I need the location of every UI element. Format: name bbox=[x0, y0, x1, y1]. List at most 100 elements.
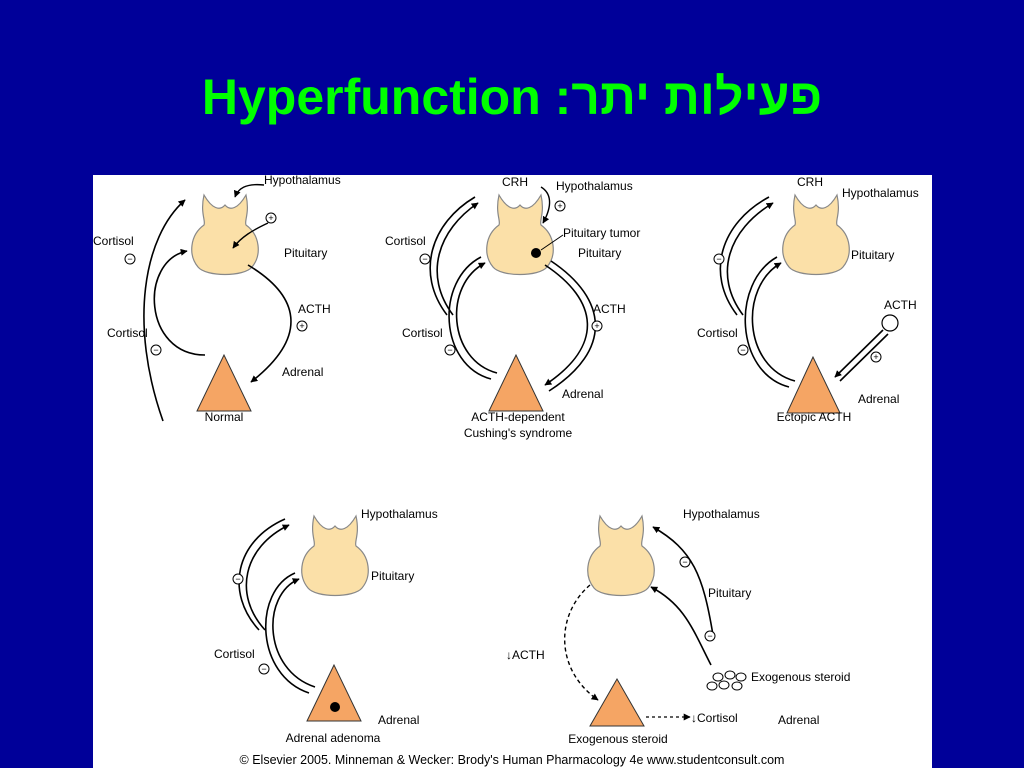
label-hypothalamus: Hypothalamus bbox=[361, 507, 438, 521]
minus-sign-icon bbox=[704, 630, 716, 642]
minus-sign: − bbox=[447, 345, 452, 355]
label-adrenal: Adrenal bbox=[282, 365, 323, 379]
caption-adrenal-adenoma: Adrenal adenoma bbox=[286, 731, 381, 745]
minus-sign: − bbox=[707, 631, 712, 641]
ectopic-acth-arrow bbox=[834, 329, 884, 378]
slide-title: Hyperfunction :פעילות יתר bbox=[201, 69, 823, 125]
figure-panel: + − + − Hypothalamus Cortisol Pituitary … bbox=[93, 175, 932, 768]
minus-sign-icon bbox=[258, 663, 270, 675]
minus-sign-icon bbox=[444, 344, 456, 356]
label-crh: CRH bbox=[502, 175, 528, 189]
minus-sign-icon bbox=[713, 253, 725, 265]
label-adrenal: Adrenal bbox=[858, 392, 899, 406]
cortisol-feedback-arrow bbox=[436, 202, 479, 316]
crh-arrow bbox=[232, 222, 269, 249]
pituitary-gland bbox=[587, 515, 655, 597]
label-pituitary: Pituitary bbox=[578, 246, 621, 260]
acth-arrow bbox=[247, 264, 292, 383]
label-adrenal: Adrenal bbox=[778, 713, 819, 727]
caption-normal: Normal bbox=[205, 410, 244, 424]
adenoma-marker bbox=[330, 702, 340, 712]
minus-sign: − bbox=[127, 254, 132, 264]
label-cortisol: Cortisol bbox=[107, 326, 148, 340]
cortisol-feedback-arrow bbox=[726, 202, 774, 316]
panel-acth-dependent: + − + − CRH Hypothalamus Pituitary tumor… bbox=[385, 175, 640, 440]
ectopic-tumor-icon bbox=[881, 314, 899, 332]
minus-sign: − bbox=[235, 574, 240, 584]
tumor-pointer bbox=[540, 234, 564, 251]
plus-sign-icon bbox=[296, 320, 308, 332]
ectopic-acth-arrow bbox=[839, 333, 889, 382]
minus-sign: − bbox=[716, 254, 721, 264]
plus-sign-icon bbox=[591, 320, 603, 332]
label-cortisol: Cortisol bbox=[93, 234, 134, 248]
caption-ectopic-acth: Ectopic ACTH bbox=[777, 410, 852, 424]
label-adrenal: Adrenal bbox=[562, 387, 603, 401]
label-pituitary: Pituitary bbox=[284, 246, 327, 260]
copyright-credit: © Elsevier 2005. Minneman & Wecker: Brod… bbox=[240, 753, 785, 767]
plus-sign-icon bbox=[870, 351, 882, 363]
label-acth: ACTH bbox=[593, 302, 626, 316]
minus-sign-icon bbox=[679, 556, 691, 568]
minus-sign: − bbox=[422, 254, 427, 264]
cortisol-feedback-arrow bbox=[238, 518, 286, 631]
minus-sign-icon bbox=[124, 253, 136, 265]
adrenal-gland bbox=[306, 663, 362, 722]
steroid-pills-icon bbox=[706, 670, 747, 691]
acth-arrow bbox=[548, 260, 597, 392]
cortisol-feedback-arrow bbox=[751, 262, 796, 382]
cortisol-feedback-arrow bbox=[143, 199, 186, 422]
pituitary-gland bbox=[486, 194, 554, 276]
hypothalamus-arrow bbox=[233, 183, 265, 198]
cortisol-feedback-arrow bbox=[272, 578, 316, 688]
pituitary-tumor-marker bbox=[531, 248, 541, 258]
label-hypothalamus: Hypothalamus bbox=[556, 179, 633, 193]
plus-sign: + bbox=[268, 213, 273, 223]
label-acth: ACTH bbox=[298, 302, 331, 316]
label-crh: CRH bbox=[797, 175, 823, 189]
label-cortisol: Cortisol bbox=[697, 326, 738, 340]
label-acth: ACTH bbox=[884, 298, 917, 312]
acth-arrow bbox=[544, 264, 589, 386]
plus-sign: + bbox=[873, 352, 878, 362]
minus-sign-icon bbox=[232, 573, 244, 585]
caption-exogenous-steroid: Exogenous steroid bbox=[568, 732, 667, 746]
cortisol-feedback-arrow bbox=[448, 256, 492, 380]
label-cortisol-decreased: ↓Cortisol bbox=[691, 711, 738, 725]
hpa-axis-diagram: + − + − Hypothalamus Cortisol Pituitary … bbox=[93, 175, 919, 767]
label-pituitary: Pituitary bbox=[708, 586, 751, 600]
plus-sign-icon bbox=[265, 212, 277, 224]
panel-ectopic-acth: + − − CRH Hypothalamus Pituitary ACTH Co… bbox=[697, 175, 919, 424]
label-pituitary-tumor: Pituitary tumor bbox=[563, 226, 640, 240]
cortisol-feedback-arrow bbox=[455, 262, 498, 374]
adrenal-gland bbox=[488, 353, 544, 412]
plus-sign-icon bbox=[554, 200, 566, 212]
panel-exogenous-steroid: − − Hypothalamus Pituitary ↓ACTH Exogeno… bbox=[506, 507, 850, 746]
label-exogenous-steroid: Exogenous steroid bbox=[751, 670, 850, 684]
label-cortisol: Cortisol bbox=[402, 326, 443, 340]
plus-sign: + bbox=[299, 321, 304, 331]
caption-cushings: Cushing's syndrome bbox=[464, 426, 573, 440]
label-adrenal: Adrenal bbox=[378, 713, 419, 727]
minus-sign: − bbox=[682, 557, 687, 567]
steroid-feedback-arrow bbox=[652, 526, 714, 636]
label-acth-decreased: ↓ACTH bbox=[506, 648, 545, 662]
minus-sign-icon bbox=[150, 344, 162, 356]
cortisol-feedback-arrow bbox=[153, 248, 206, 356]
adrenal-gland bbox=[589, 677, 645, 727]
caption-acth-dependent: ACTH-dependent bbox=[471, 410, 565, 424]
label-pituitary: Pituitary bbox=[371, 569, 414, 583]
panel-adrenal-adenoma: − − Hypothalamus Pituitary Cortisol Adre… bbox=[214, 507, 438, 745]
cortisol-feedback-arrow bbox=[429, 196, 476, 316]
plus-sign: + bbox=[594, 321, 599, 331]
crh-arrow bbox=[540, 186, 551, 224]
label-cortisol: Cortisol bbox=[385, 234, 426, 248]
label-hypothalamus: Hypothalamus bbox=[842, 186, 919, 200]
label-cortisol: Cortisol bbox=[214, 647, 255, 661]
minus-sign-icon bbox=[419, 253, 431, 265]
minus-sign: − bbox=[740, 345, 745, 355]
pituitary-gland bbox=[782, 194, 850, 276]
label-pituitary: Pituitary bbox=[851, 248, 894, 262]
minus-sign: − bbox=[153, 345, 158, 355]
label-hypothalamus: Hypothalamus bbox=[264, 175, 341, 187]
